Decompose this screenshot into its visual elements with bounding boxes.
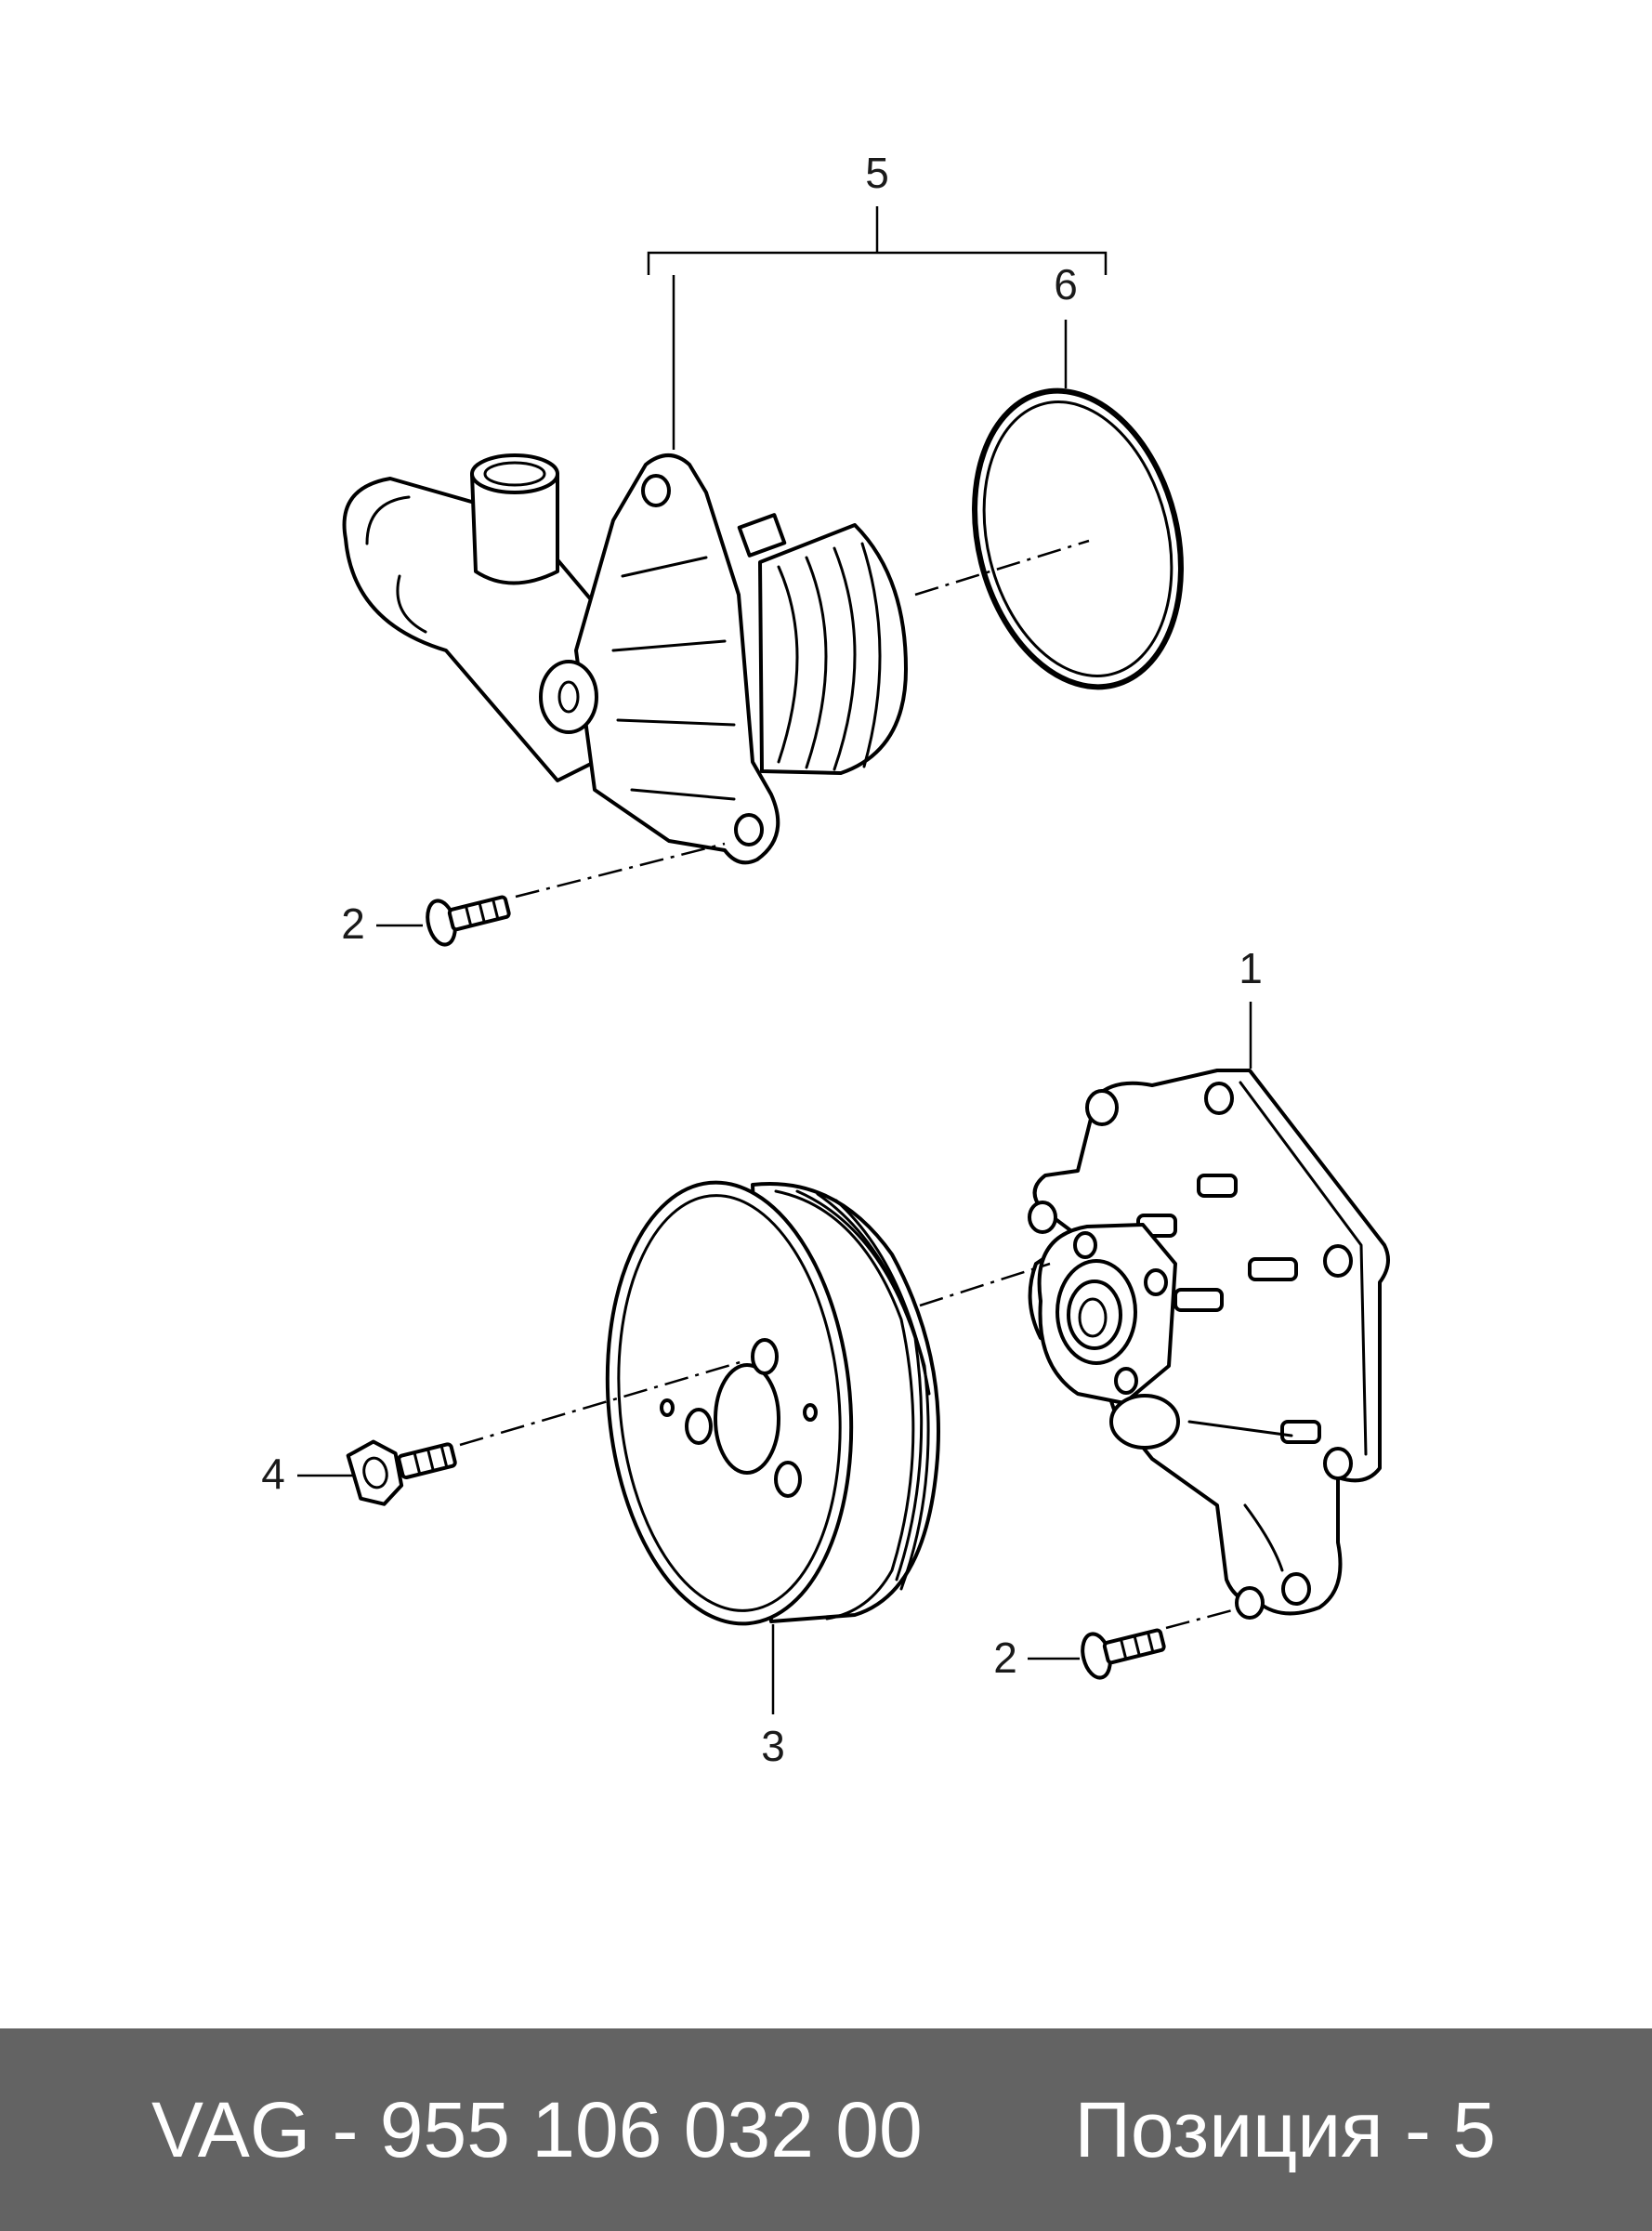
water-pump-housing [1028, 1069, 1390, 1620]
callout-1: 1 [1239, 944, 1263, 992]
callout-2-upper: 2 [341, 899, 365, 948]
bolt-lower-axis-line [1165, 1608, 1237, 1630]
pulley [605, 1180, 940, 1626]
o-ring [972, 387, 1184, 690]
thermostat-housing [342, 453, 908, 865]
callout-5: 5 [865, 149, 889, 197]
exploded-parts-diagram: 5 6 2 [261, 149, 1390, 1770]
bolt-upper [426, 895, 511, 947]
callout-6: 6 [1054, 260, 1078, 308]
bolt-4-axis-line [459, 1359, 744, 1447]
o-ring-axis-line [914, 539, 1090, 597]
part-number-label: VAG - 955 106 032 00 [151, 2086, 923, 2173]
footer-bar: VAG - 955 106 032 00 Позиция - 5 [0, 2028, 1652, 2231]
bolt-upper-axis-line [515, 842, 726, 899]
callout-5-bracket [647, 206, 1108, 450]
callout-2-lower: 2 [993, 1634, 1017, 1682]
callout-4: 4 [261, 1450, 285, 1498]
pulley-to-pump-axis-line [919, 1262, 1051, 1307]
bolt-lower [1081, 1628, 1166, 1680]
callout-3: 3 [761, 1722, 785, 1770]
position-label: Позиция - 5 [1074, 2086, 1496, 2173]
bolt-4 [346, 1439, 457, 1506]
